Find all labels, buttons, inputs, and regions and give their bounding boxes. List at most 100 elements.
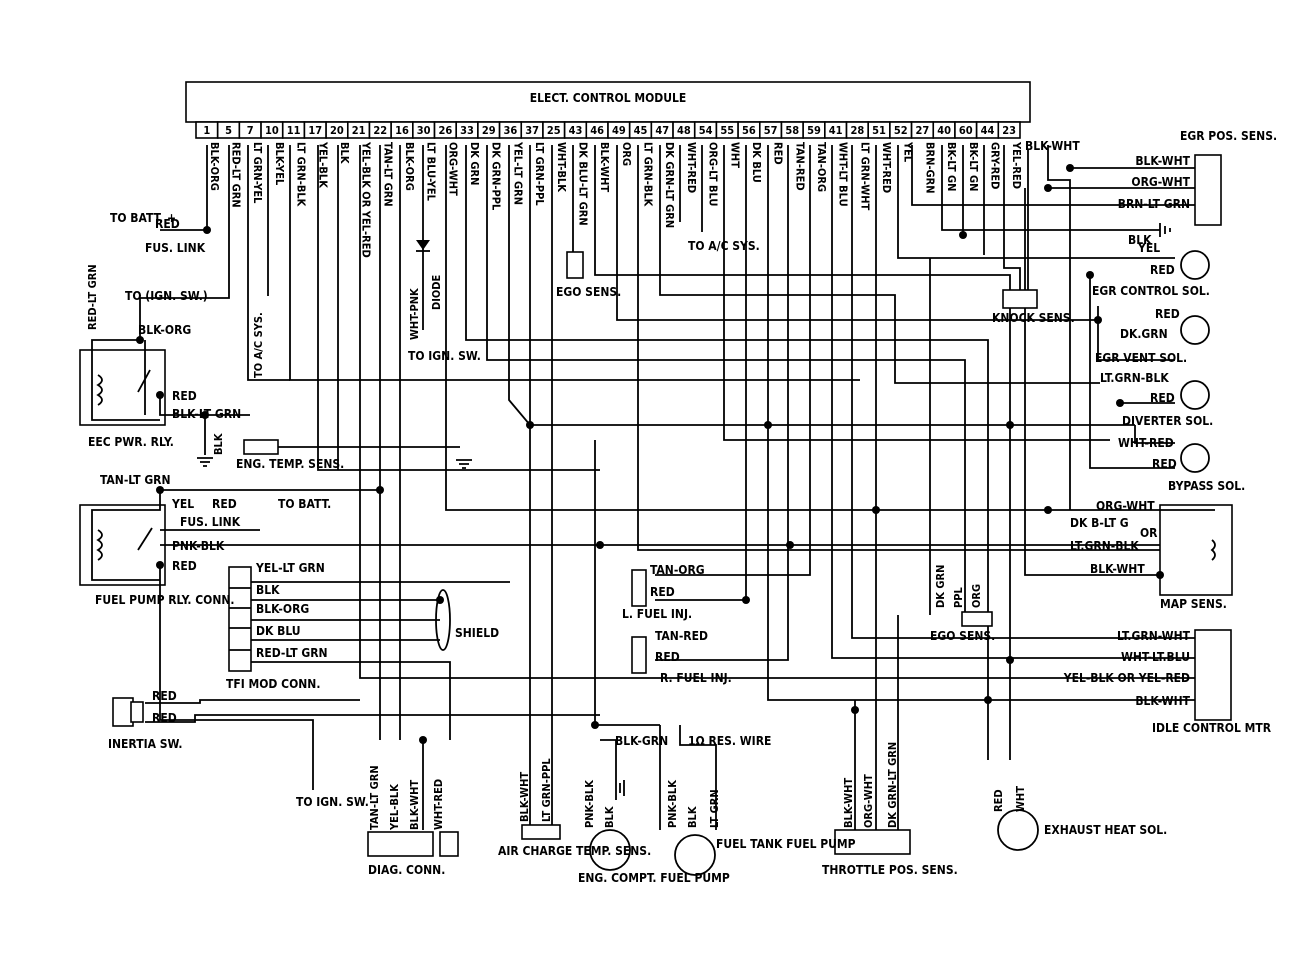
label-diag-conn: DIAG. CONN. [368,863,445,877]
fuel-pump-relay [79,504,166,586]
label-egr-vent: EGR VENT SOL. [1095,351,1187,365]
label-red: RED [650,585,675,599]
label-to-ign-sw: TO (IGN. SW.) [125,289,208,303]
ecm-wire-label: ORG [620,142,633,166]
inertia-switch [112,697,134,727]
wire-network [91,145,1215,830]
label-fuel-tank-pump: FUEL TANK FUEL PUMP [716,837,856,851]
bypass-solenoid [1180,443,1210,473]
label-throttle-pos: THROTTLE POS. SENS. [822,863,958,877]
wire-label: ORG-WHT [1131,175,1190,189]
label-or: OR [1140,526,1158,540]
ecm-wire-label: BK-LT GN [967,142,980,191]
wire-label: BLK [686,806,699,828]
label-tan-lt-grn: TAN-LT GRN [100,473,171,487]
label-eng-compt-pump: ENG. COMPT. FUEL PUMP [578,871,730,885]
ecm-wire-label: LT BLU-YEL [425,142,438,202]
wire-label: BLK-WHT [842,778,855,828]
wire-label: DK GRN [934,565,947,608]
ego-sensor-right [961,611,993,627]
wire-label: LT GRN [708,789,721,828]
idle-control-motor [1194,629,1232,721]
ecm-pin-number: 58 [785,124,799,137]
wire-label: BLK-WHT [1135,154,1190,168]
ecm-wire-label: YEL-BLK OR YEL-RED [360,141,373,258]
egr-pos-sensor [1194,154,1222,226]
ecm-pin-number: 36 [504,124,518,137]
engine-temp-sensor [243,439,279,455]
ecm-pin-number: 37 [525,124,539,137]
wire-label: BLK-WHT [408,780,421,830]
ecm-pin-number: 17 [308,124,322,137]
wire-label: BLK-WHT [1135,694,1190,708]
junction-dots [136,164,1164,744]
label-blk-org: BLK-ORG [138,323,191,337]
ecm-pin-number: 28 [850,124,864,137]
ecm-wire-label: WHT-LT BLU [837,142,850,207]
label-fus-link: FUS. LINK [145,241,206,255]
eec-power-relay [79,349,166,426]
label-org-wht: ORG-WHT [1096,499,1155,513]
ecm-pin-number: 43 [569,124,583,137]
ecm-wire-label: DK GRN [468,142,481,185]
wire-label: PPL [952,586,965,608]
wire-label: WHT [1014,786,1027,812]
label-red: RED [152,711,177,725]
ground-icon [197,223,1171,796]
wire-label: DK GRN-LT GRN [886,742,899,828]
label-eng-temp-sens: ENG. TEMP. SENS. [236,457,344,471]
ecm-wire-label: TAN-LT GRN [381,142,394,207]
ecm-wire-label: RED-LT GRN [230,142,243,208]
ecm-pin-number: 16 [395,124,409,137]
label-egr-pos-sens: EGR POS. SENS. [1180,129,1277,143]
ecm-box [185,81,1031,123]
relay-switch-icon [137,369,151,393]
ecm-wire-label: GRY-RED [988,142,1001,189]
label-blk-lt-grn: BLK-LT GRN [172,407,241,421]
ecm-wire-label: RED [772,142,785,165]
ecm-wire-label: TAN-RED [793,142,806,191]
ecm-pin-number: 45 [634,124,648,137]
ecm-wire-label: ORG-LT BLU [707,142,720,206]
label-map-sens: MAP SENS. [1160,597,1227,611]
label-lt-grn-blk: LT.GRN-BLK [1070,539,1139,553]
label-to-ign-sw: TO IGN. SW. [296,795,369,809]
fp-relay-switch-icon [137,527,153,551]
right-fuel-injector [631,636,647,674]
label-fuel-pump-rly: FUEL PUMP RLY. CONN. [95,593,235,607]
ecm-wire-label: ORG-WHT [446,142,459,196]
label-red: RED [1150,391,1175,405]
map-coil-icon [1210,539,1216,561]
ecm-pin-number: 33 [460,124,474,137]
ecm-pin-cell [997,121,1021,139]
ecm-pin-number: 48 [677,124,691,137]
ecm-wire-label: DK BLU-LT GRN [576,142,589,226]
label-air-charge: AIR CHARGE TEMP. SENS. [498,844,651,858]
wire-label: BLK-WHT [518,772,531,822]
text-labels: TO BATT. + RED FUS. LINK TO (IGN. SW.) R… [86,129,1277,885]
label-to-batt: TO BATT. + [110,211,176,225]
shield-icon [435,589,451,651]
ecm-wire-label: YEL-BLK [316,141,329,188]
ecm-wire-label: WHT-RED [880,142,893,193]
label-blk-wht: BLK-WHT [1090,562,1145,576]
label-shield: SHIELD [455,626,499,640]
label-knock-sens: KNOCK SENS. [992,311,1075,325]
ecm-pin-number: 51 [872,124,886,137]
label-ego-sens-left: EGO SENS. [556,285,621,299]
ecm-pin-number: 57 [764,124,778,137]
fuel-tank-fuel-pump [674,834,716,876]
label-lt-grn-blk: LT.GRN-BLK [1100,371,1169,385]
ecm-pin-number: 30 [417,124,431,137]
label-wht-red: WHT-RED [1118,436,1174,450]
ecm-pin-number: 27 [916,124,930,137]
ecm-wire-label: LT GRN-YEL [251,142,264,204]
label-diverter: DIVERTER SOL. [1122,414,1213,428]
label-to-ign-sw: TO IGN. SW. [408,349,481,363]
